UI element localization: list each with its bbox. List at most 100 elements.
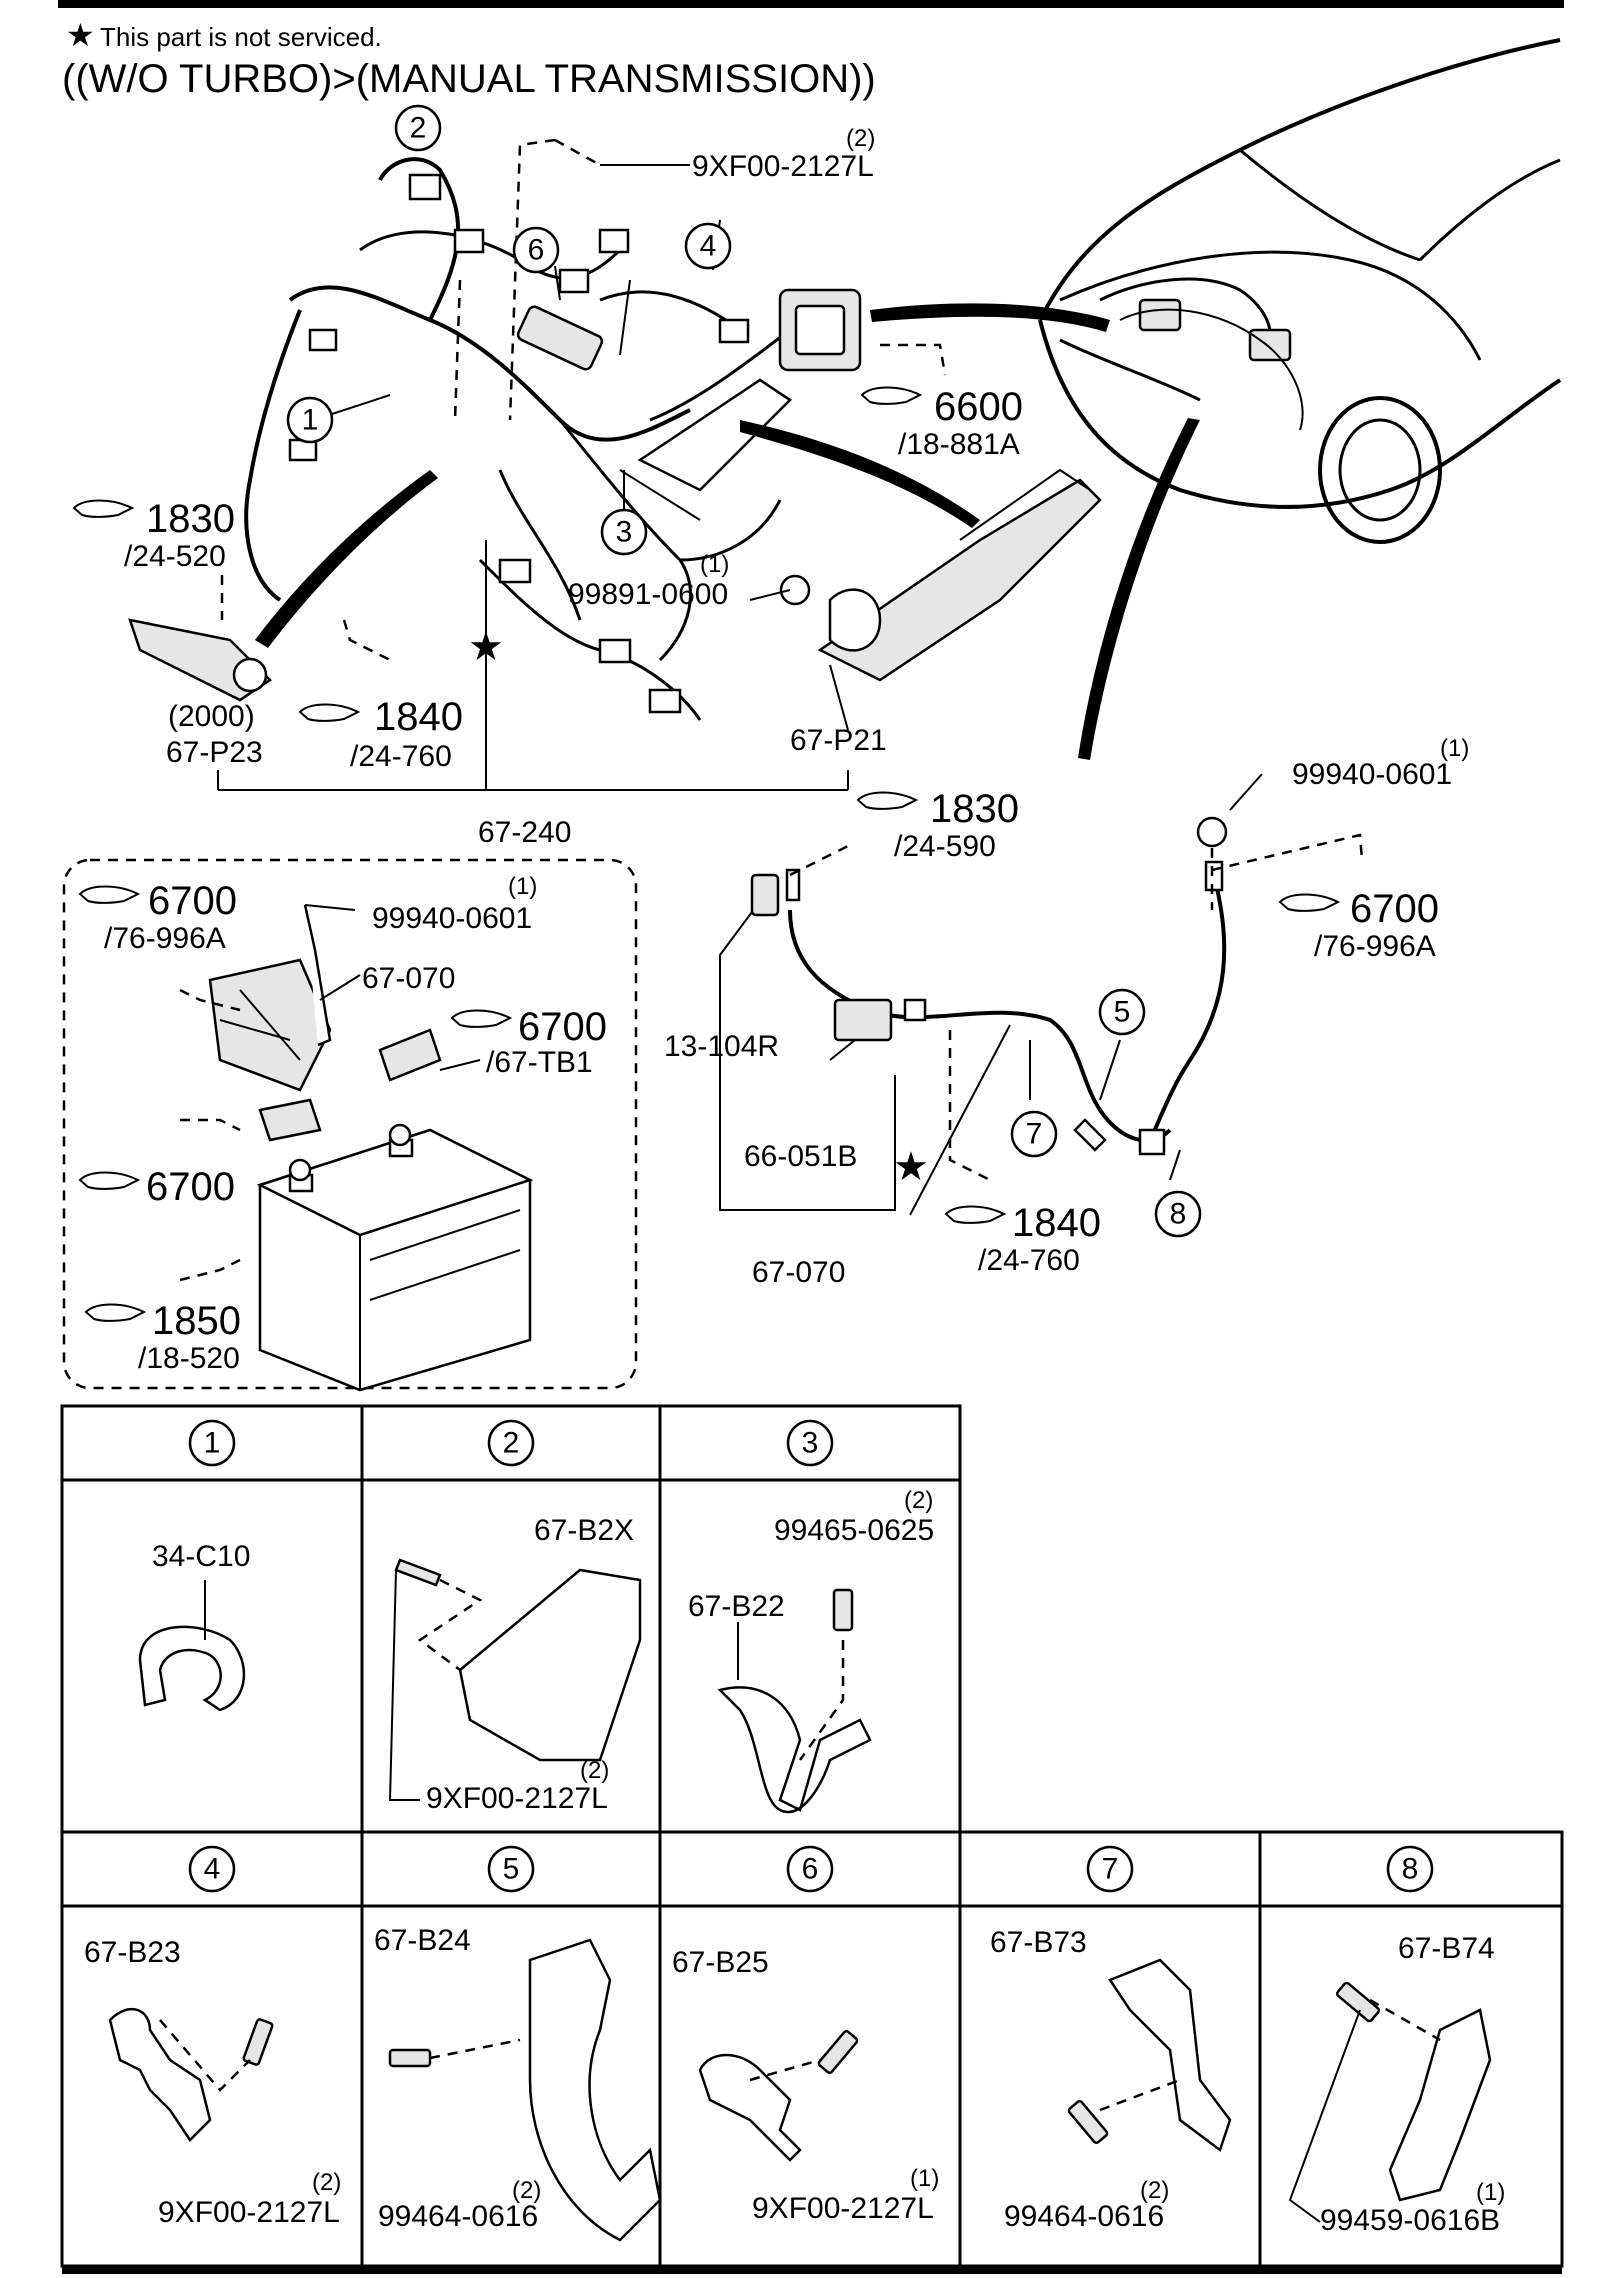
pointing-hand-icon	[450, 1009, 513, 1028]
cell-6-header: 6	[786, 1845, 834, 1893]
callout-6[interactable]: 6	[512, 226, 560, 274]
bracket-8-drawing	[1388, 2008, 1492, 2202]
ref-number: 6700	[146, 1165, 235, 1209]
pointing-hand-icon	[1278, 893, 1341, 912]
nut-right-qty: (1)	[1440, 735, 1469, 762]
pointing-hand-icon	[298, 703, 361, 722]
nut-right-icon	[1196, 816, 1228, 848]
nut-99891-qty: (1)	[700, 551, 729, 578]
cell-number: 5	[503, 1853, 520, 1886]
arrow-to-car-1	[870, 303, 1110, 332]
callout-4[interactable]: 4	[684, 222, 732, 270]
cell-3-part-a: 99465-0625	[774, 1514, 934, 1547]
callout-3[interactable]: 3	[600, 508, 648, 556]
callout-5[interactable]: 5	[1098, 988, 1146, 1036]
battery-cable-drawing	[750, 860, 1227, 1156]
callout-number: 3	[616, 516, 633, 549]
cell-8-part-b: 99459-0616B	[1320, 2204, 1500, 2237]
ref-1840-a[interactable]: 1840 /24-760	[298, 695, 463, 773]
ref-1830-b[interactable]: 1830 /24-590	[856, 787, 1019, 863]
ref-1850[interactable]: 1850 /18-520	[84, 1299, 241, 1375]
cell-4-part-b: 9XF00-2127L	[158, 2196, 340, 2229]
cell-7-header: 7	[1086, 1845, 1134, 1893]
bracket-4-drawing	[108, 2008, 212, 2142]
top-border	[58, 0, 1564, 8]
harness-240-label: 67-240	[478, 816, 571, 849]
callout-number: 8	[1170, 1198, 1187, 1231]
car-illustration	[1038, 38, 1562, 544]
pointing-hand-icon	[860, 386, 923, 405]
cell-number: 3	[802, 1427, 819, 1460]
callout-8[interactable]: 8	[1154, 1190, 1202, 1238]
ref-6700-right[interactable]: 6700 /76-996A	[1278, 887, 1439, 963]
callout-number: 7	[1026, 1118, 1043, 1151]
callout-number: 5	[1114, 996, 1131, 1029]
ref-1830-a[interactable]: 1830 /24-520	[72, 497, 235, 573]
arrow-to-car-2	[740, 420, 980, 528]
callout-1[interactable]: 1	[286, 396, 334, 444]
clamp-drawing	[138, 1625, 246, 1712]
bracket-6-drawing	[698, 2053, 802, 2162]
ref-sub: /67-TB1	[486, 1046, 593, 1079]
cell-8-part-a: 67-B74	[1398, 1932, 1495, 1965]
callout-number: 4	[700, 230, 717, 263]
cell-2-part-b: 9XF00-2127L	[426, 1782, 608, 1815]
ref-6700-tb1[interactable]: 6700 /67-TB1	[450, 1005, 607, 1079]
ref-number: 1840	[374, 695, 463, 739]
bracket-3-drawing	[717, 1686, 872, 1814]
ref-number: 6700	[518, 1005, 607, 1049]
battery-group-box	[62, 858, 638, 1390]
cell-5-header: 5	[487, 1845, 535, 1893]
ref-number: 1850	[152, 1299, 241, 1343]
cell-6-part-b: 9XF00-2127L	[752, 2192, 934, 2225]
bracket-2-drawing	[458, 1568, 642, 1762]
ref-sub: /24-590	[894, 830, 996, 863]
sensor-66-label: 66-051B	[744, 1140, 857, 1173]
ref-number: 6700	[148, 879, 237, 923]
cell-8-header: 8	[1386, 1845, 1434, 1893]
p21-label: 67-P21	[790, 724, 887, 757]
cell-2-header: 2	[487, 1419, 535, 1467]
ref-number: 1840	[1012, 1201, 1101, 1245]
ref-6700-box-mid[interactable]: 6700	[78, 1165, 235, 1209]
ref-1840-b[interactable]: 1840 /24-760	[944, 1201, 1101, 1277]
ref-sub: /24-760	[978, 1244, 1080, 1277]
p23-qty: (2000)	[168, 700, 255, 733]
cell-2-part-a: 67-B2X	[534, 1514, 634, 1547]
cell-number: 1	[204, 1427, 221, 1460]
nut-right-label: 99940-0601	[1292, 758, 1452, 791]
cell-4-qty: (2)	[312, 2169, 341, 2196]
ref-6600[interactable]: 6600 /18-881A	[860, 385, 1023, 461]
callout-number: 2	[410, 112, 427, 145]
bolt-top-label: 9XF00-2127L	[692, 150, 874, 183]
note-text: This part is not serviced.	[100, 22, 382, 52]
engine-harness-drawing: ★	[128, 157, 1102, 721]
cell-1-part: 34-C10	[152, 1540, 250, 1573]
pointing-hand-icon	[856, 791, 919, 810]
callout-7[interactable]: 7	[1010, 1110, 1058, 1158]
pointing-hand-icon	[78, 1171, 141, 1190]
star-mark-cable: ★	[893, 1145, 929, 1189]
cell-1-header: 1	[188, 1419, 236, 1467]
ref-sub: /18-881A	[898, 428, 1020, 461]
battery-drawing	[208, 904, 534, 1392]
cable-070-label: 67-070	[752, 1256, 845, 1289]
cell-2-qty: (2)	[580, 1757, 609, 1784]
ref-sub: /24-520	[124, 540, 226, 573]
cell-number: 8	[1402, 1853, 1419, 1886]
nut-box-label: 99940-0601	[372, 902, 532, 935]
cell-number: 4	[204, 1853, 221, 1886]
ref-sub: /76-996A	[104, 922, 226, 955]
cell-8-qty: (1)	[1476, 2179, 1505, 2206]
callout-2[interactable]: 2	[394, 104, 442, 152]
ref-number: 6600	[934, 385, 1023, 429]
ref-number: 1830	[930, 787, 1019, 831]
pointing-hand-icon	[944, 1205, 1007, 1224]
cell-3-header: 3	[786, 1419, 834, 1467]
pointing-hand-icon	[72, 499, 135, 518]
bolt-top-qty: (2)	[846, 125, 875, 152]
ref-6700-box-top[interactable]: 6700 /76-996A	[78, 879, 237, 955]
cell-7-part-a: 67-B73	[990, 1926, 1087, 1959]
callout-number: 6	[528, 234, 545, 267]
cell-4-header: 4	[188, 1845, 236, 1893]
